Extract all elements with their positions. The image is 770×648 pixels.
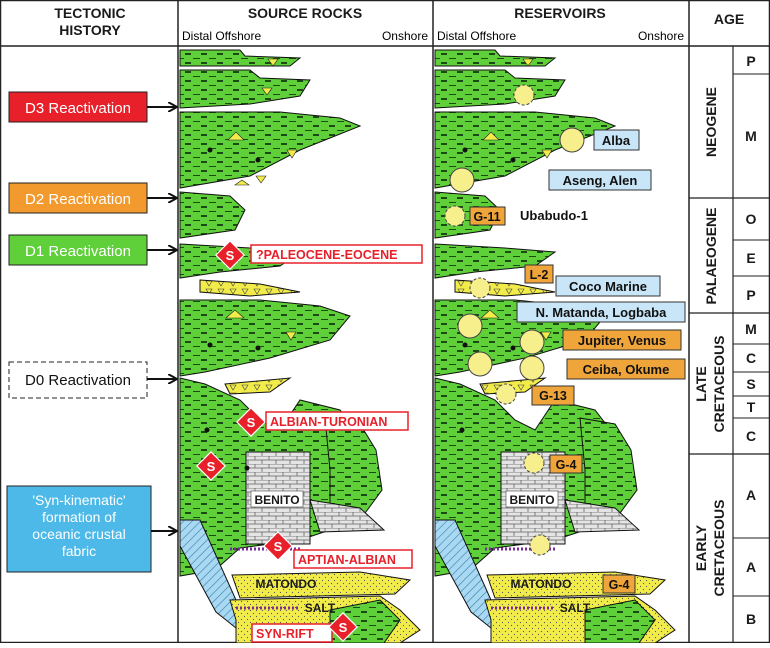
salt-label-reservoir: SALT: [560, 601, 591, 615]
benito-label-reservoir: BENITO: [509, 493, 554, 507]
stage-c-lower: C: [746, 428, 756, 444]
matondo-label-reservoir: MATONDO: [511, 577, 572, 591]
stage-s: S: [746, 376, 755, 392]
svg-text:Alba: Alba: [602, 133, 631, 148]
svg-text:G-13: G-13: [539, 389, 567, 403]
albian-turonian-label: ALBIAN-TURONIAN: [270, 415, 387, 429]
reservoir-label-ubabudo: Ubabudo-1: [505, 204, 603, 226]
svg-text:S: S: [339, 620, 348, 635]
albian-turonian-box: [265, 411, 409, 431]
source-point-markers: [204, 147, 261, 471]
svg-text:Coco Marine: Coco Marine: [569, 279, 647, 294]
header-tectonic-1: TECTONIC: [54, 5, 125, 21]
era-early-cretaceous-1: EARLY: [693, 524, 709, 571]
reservoir-label-g13: G-13: [531, 385, 575, 406]
svg-text:D3 Reactivation: D3 Reactivation: [25, 100, 131, 117]
reservoir-label-g4-lower: G-4: [602, 574, 636, 594]
age-stage-dividers: [733, 73, 770, 597]
reservoir-label-aseng-alen: Aseng, Alen: [548, 169, 652, 191]
stage-e: E: [746, 250, 755, 266]
svg-text:L-2: L-2: [530, 268, 549, 282]
reservoir-label-jupiter-venus: Jupiter, Venus: [562, 329, 682, 351]
aptian-albian-box: [293, 549, 413, 569]
source-marker-aptian-albian: S: [263, 531, 293, 561]
svg-text:Ubabudo-1: Ubabudo-1: [520, 208, 588, 223]
source-distal-offshore: Distal Offshore: [182, 29, 261, 43]
matondo-label-source: MATONDO: [256, 577, 317, 591]
svg-text:S: S: [226, 248, 235, 263]
salt-label-source: SALT: [305, 601, 336, 615]
stage-m-neogene: M: [745, 128, 757, 144]
source-marker-paleocene: S: [215, 240, 245, 270]
source-marker-mid: S: [196, 451, 226, 481]
stage-a-upper: A: [746, 487, 756, 503]
header-source-rocks: SOURCE ROCKS: [248, 5, 362, 21]
benito-label-source: BENITO: [254, 493, 299, 507]
reservoir-label-g11: G-11: [469, 206, 506, 226]
header-age: AGE: [714, 11, 744, 27]
svg-text:Jupiter, Venus: Jupiter, Venus: [578, 333, 666, 348]
aptian-albian-label: APTIAN-ALBIAN: [298, 553, 396, 567]
svg-text:D2 Reactivation: D2 Reactivation: [25, 191, 131, 208]
syn-rift-box: [251, 623, 333, 643]
svg-text:S: S: [247, 415, 256, 430]
svg-text:D0 Reactivation: D0 Reactivation: [25, 372, 131, 389]
svg-text:G-4: G-4: [609, 578, 630, 592]
era-early-cretaceous-2: CRETACEOUS: [711, 500, 727, 597]
reservoir-point-markers: [459, 147, 516, 433]
era-neogene: NEOGENE: [703, 87, 719, 157]
paleocene-eocene-box: [250, 244, 423, 264]
era-late-cretaceous-2: CRETACEOUS: [711, 336, 727, 433]
svg-text:S: S: [207, 459, 216, 474]
era-late-cretaceous-1: LATE: [693, 366, 709, 402]
svg-text:G-4: G-4: [556, 458, 577, 472]
stage-o: O: [746, 211, 757, 227]
benito-label-box-source: [250, 490, 304, 508]
event-syn-kinematic: 'Syn-kinematic' formation of oceanic cru…: [6, 485, 152, 573]
svg-text:Aseng, Alen: Aseng, Alen: [563, 173, 638, 188]
reservoir-distal-offshore: Distal Offshore: [437, 29, 516, 43]
stage-a-lower: A: [746, 559, 756, 575]
reservoir-label-g4-upper: G-4: [549, 454, 583, 474]
age-era-dividers: [689, 197, 770, 455]
stage-b: B: [746, 611, 756, 627]
event-d1: D1 Reactivation: [8, 234, 148, 266]
syn-rift-label: SYN-RIFT: [256, 627, 314, 641]
era-palaeogene: PALAEOGENE: [703, 208, 719, 305]
event-d0: D0 Reactivation: [8, 361, 148, 399]
svg-text:'Syn-kinematic': 'Syn-kinematic': [32, 492, 125, 508]
source-onshore: Onshore: [382, 29, 428, 43]
reservoir-circles: [444, 84, 585, 556]
svg-text:formation of: formation of: [42, 509, 116, 525]
svg-text:Ceiba, Okume: Ceiba, Okume: [583, 362, 670, 377]
reservoir-onshore: Onshore: [638, 29, 684, 43]
svg-text:oceanic crustal: oceanic crustal: [32, 526, 125, 542]
benito-label-box-reservoir: [505, 490, 559, 508]
svg-text:G-11: G-11: [473, 210, 500, 224]
reservoir-label-alba: Alba: [593, 129, 640, 151]
stage-t: T: [747, 399, 756, 415]
event-d2: D2 Reactivation: [8, 182, 148, 214]
header-reservoirs: RESERVOIRS: [514, 5, 606, 21]
event-d3: D3 Reactivation: [8, 91, 148, 123]
reservoir-label-ceiba-okume: Ceiba, Okume: [566, 358, 686, 380]
stage-m-cretaceous: M: [745, 321, 757, 337]
source-marker-syn-rift: S: [328, 612, 358, 642]
stage-c: C: [746, 350, 756, 366]
source-marker-albian-turonian: S: [236, 407, 266, 437]
svg-text:S: S: [274, 539, 283, 554]
reservoir-label-coco-marine: Coco Marine: [555, 275, 661, 297]
age-stage-labels: P M O E P M C S T C A A B: [745, 53, 757, 627]
stage-p-neogene: P: [746, 53, 755, 69]
svg-text:fabric: fabric: [62, 543, 96, 559]
svg-text:N. Matanda, Logbaba: N. Matanda, Logbaba: [536, 305, 668, 320]
stage-p-palaeogene: P: [746, 287, 755, 303]
header-tectonic-2: HISTORY: [59, 22, 121, 38]
svg-text:D1 Reactivation: D1 Reactivation: [25, 243, 131, 260]
reservoir-label-n-matanda: N. Matanda, Logbaba: [516, 301, 686, 323]
paleocene-eocene-label: ?PALEOCENE-EOCENE: [256, 248, 397, 262]
reservoir-label-l2: L-2: [524, 264, 554, 284]
